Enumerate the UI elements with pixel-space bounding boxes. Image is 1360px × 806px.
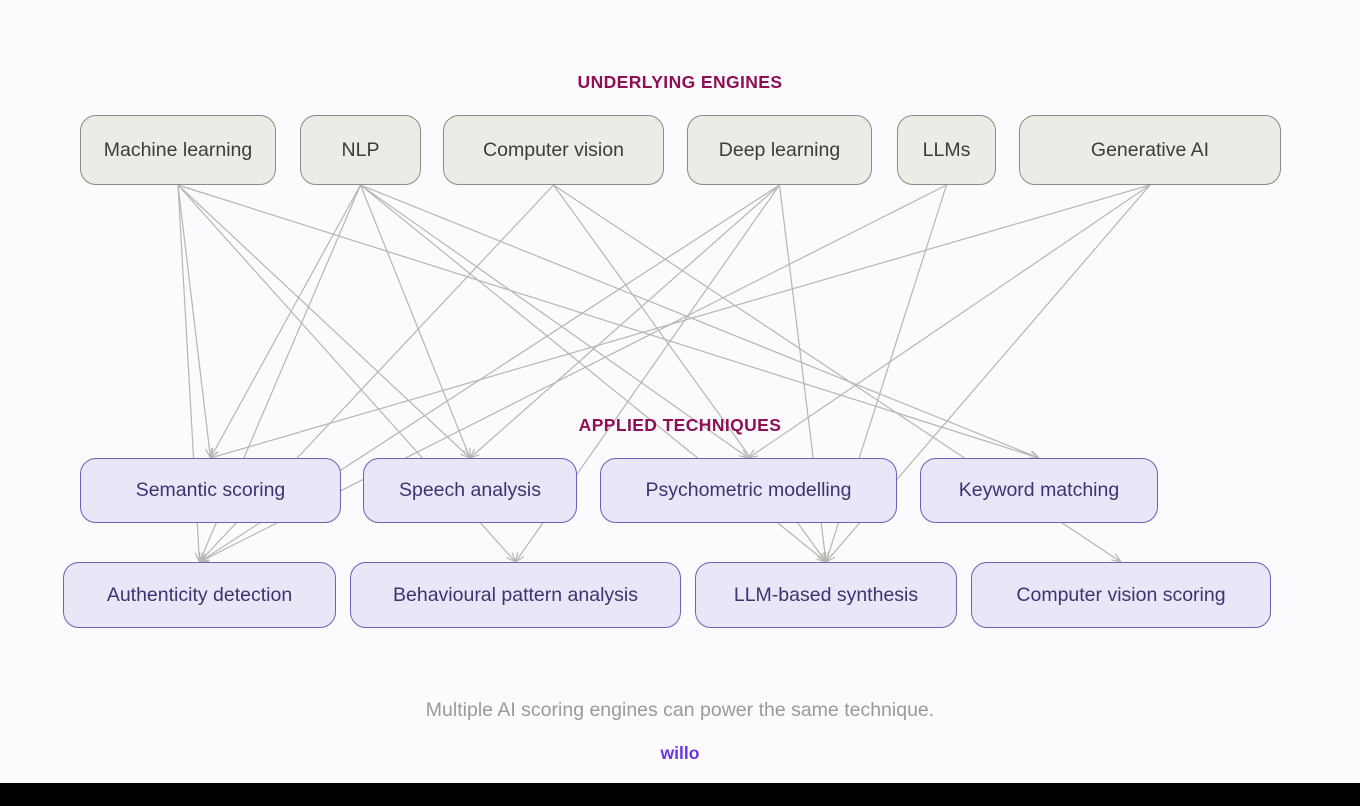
- technique-node-speech: Speech analysis: [363, 458, 577, 523]
- edge-nlp-to-semantic: [209, 184, 362, 459]
- engine-node-cv: Computer vision: [443, 115, 664, 185]
- edge-ml-to-speech: [177, 184, 471, 459]
- technique-node-cv_scoring: Computer vision scoring: [971, 562, 1271, 628]
- edge-genai-to-psychometric: [748, 184, 1151, 459]
- technique-node-psychometric: Psychometric modelling: [600, 458, 897, 523]
- engine-node-nlp: NLP: [300, 115, 421, 185]
- engine-node-dl: Deep learning: [687, 115, 872, 185]
- technique-node-semantic: Semantic scoring: [80, 458, 341, 523]
- technique-node-keyword: Keyword matching: [920, 458, 1158, 523]
- applied-techniques-title: APPLIED TECHNIQUES: [578, 415, 782, 435]
- technique-node-authenticity: Authenticity detection: [63, 562, 336, 628]
- engine-node-llms: LLMs: [897, 115, 996, 185]
- engine-node-ml: Machine learning: [80, 115, 276, 185]
- engine-node-genai: Generative AI: [1019, 115, 1281, 185]
- edge-ml-to-semantic: [177, 184, 212, 459]
- edge-genai-to-semantic: [210, 184, 1151, 459]
- edge-nlp-to-speech: [359, 184, 471, 459]
- footer-caption: Multiple AI scoring engines can power th…: [425, 699, 935, 721]
- bottom-black-bar: [0, 783, 1360, 806]
- underlying-engines-title: UNDERLYING ENGINES: [577, 72, 783, 92]
- edge-nlp-to-psychometric: [360, 184, 749, 459]
- edge-dl-to-speech: [469, 184, 780, 459]
- technique-node-behavioural: Behavioural pattern analysis: [350, 562, 681, 628]
- edge-nlp-to-keyword: [360, 184, 1040, 459]
- technique-node-llm_synthesis: LLM-based synthesis: [695, 562, 957, 628]
- willo-logo: willo: [660, 743, 700, 763]
